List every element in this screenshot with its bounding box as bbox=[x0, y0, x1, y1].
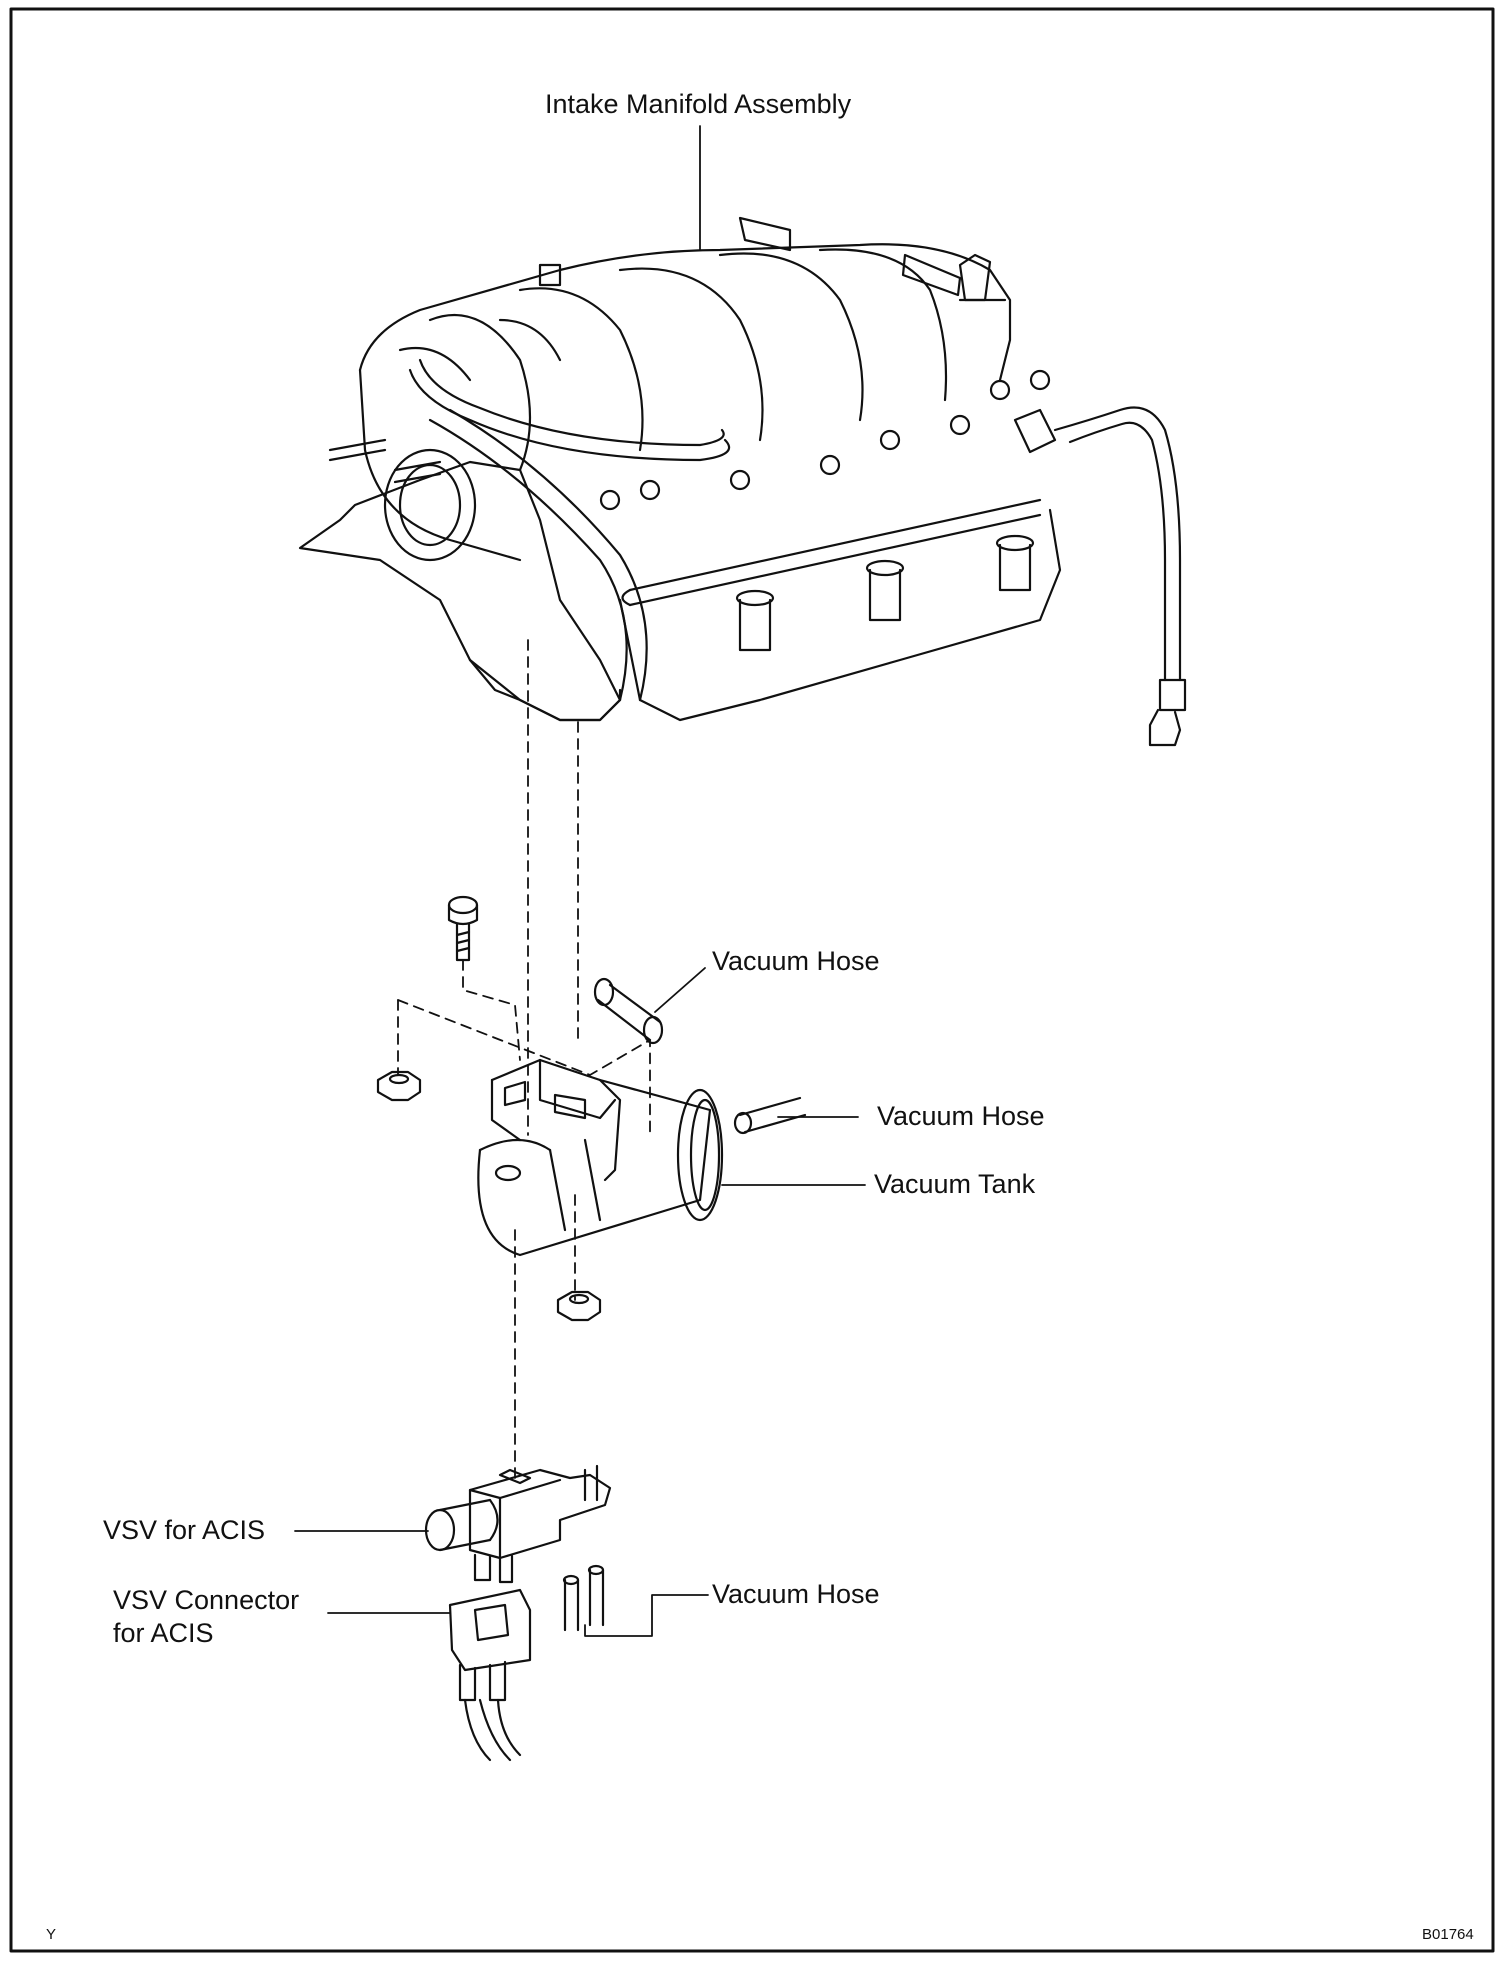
leader-vacuum-hose-3 bbox=[584, 1594, 709, 1637]
page-border bbox=[9, 7, 1495, 1953]
nut-lower bbox=[556, 1290, 602, 1322]
injectors bbox=[735, 534, 1035, 652]
label-vacuum-hose-1: Vacuum Hose bbox=[712, 946, 880, 976]
vacuum-hose-2-part bbox=[733, 1096, 807, 1135]
intake-manifold-illustration bbox=[298, 216, 1187, 747]
vsv-illustration bbox=[424, 1464, 612, 1584]
label-vsv-acis: VSV for ACIS bbox=[103, 1515, 266, 1545]
vsv-connector-illustration bbox=[448, 1588, 532, 1762]
label-vacuum-tank: Vacuum Tank bbox=[874, 1169, 1036, 1199]
vacuum-tank-illustration bbox=[477, 1058, 724, 1257]
figure-code: B01764 bbox=[1422, 1926, 1474, 1943]
vacuum-hose-3-parts bbox=[562, 1564, 605, 1632]
nut-left bbox=[376, 1070, 422, 1102]
bolt-illustration bbox=[447, 895, 479, 962]
label-vacuum-hose-2: Vacuum Hose bbox=[877, 1101, 1045, 1131]
footer-left-mark: Y bbox=[46, 1926, 57, 1943]
dashed-assembly-lines bbox=[397, 639, 651, 1481]
leader-vacuum-hose-1 bbox=[654, 967, 706, 1013]
label-vacuum-hose-3: Vacuum Hose bbox=[712, 1579, 880, 1609]
label-vsv-connector-line2: for ACIS bbox=[113, 1618, 214, 1648]
label-intake-manifold: Intake Manifold Assembly bbox=[545, 89, 852, 119]
label-vsv-connector-line1: VSV Connector bbox=[113, 1585, 300, 1615]
vacuum-hose-1-part bbox=[593, 977, 664, 1045]
